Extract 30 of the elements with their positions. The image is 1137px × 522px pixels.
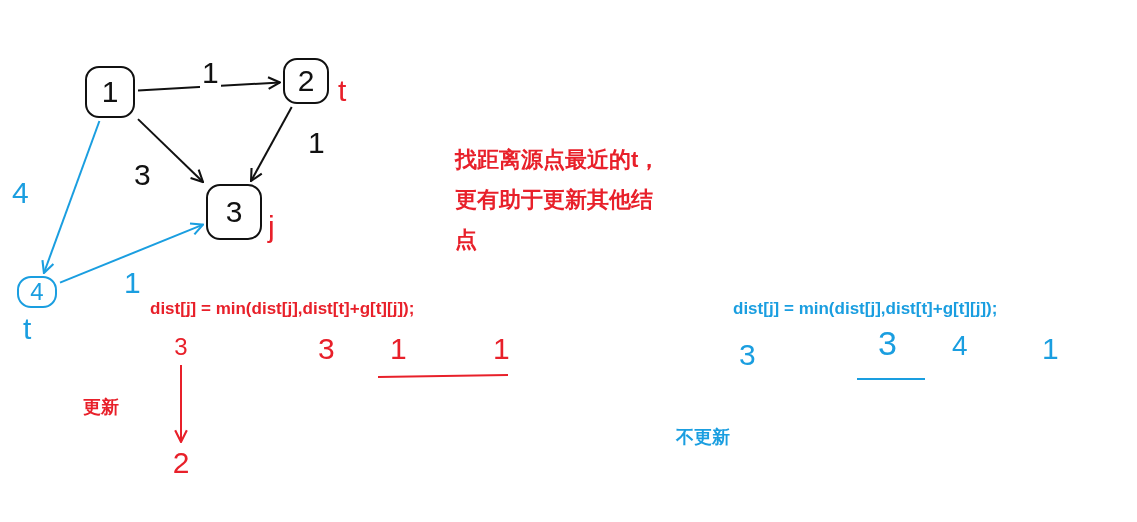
- arrow: [59, 222, 205, 284]
- value-label: 1: [390, 334, 407, 364]
- value-label: 3: [739, 340, 756, 370]
- value-label: 1: [493, 334, 510, 364]
- variable-label: j: [268, 212, 275, 242]
- arrow: [41, 120, 101, 275]
- vertex-number: 3: [174, 335, 188, 359]
- arrow: [174, 364, 188, 444]
- vertex-number: 2: [297, 66, 315, 96]
- formula-text: dist[j] = min(dist[j],dist[t]+g[t][j]);: [733, 300, 998, 317]
- value-label: 3: [878, 326, 897, 360]
- vertex-number: 1: [101, 77, 119, 107]
- value-label: 4: [952, 332, 968, 360]
- arrow: [250, 106, 293, 183]
- variable-label: t: [23, 314, 32, 344]
- value-label: 1: [1042, 334, 1059, 364]
- formula-text: dist[j] = min(dist[j],dist[t]+g[t][j]);: [150, 300, 415, 317]
- vertex-box: [17, 276, 57, 308]
- note-text: 找距离源点最近的t，更有助于更新其他结点: [455, 146, 662, 254]
- vertex-number: 3: [225, 197, 243, 227]
- vertex-box: [206, 184, 262, 240]
- result-text: 更新: [83, 398, 119, 416]
- result-text: 不更新: [676, 428, 730, 446]
- vertex-number: 2: [172, 448, 190, 478]
- vertex-box: [283, 58, 329, 104]
- vertex-number: 4: [30, 280, 44, 304]
- value-label: 3: [318, 334, 335, 364]
- variable-label: t: [338, 76, 347, 106]
- vertex-box: [85, 66, 135, 118]
- arrow: [137, 118, 205, 184]
